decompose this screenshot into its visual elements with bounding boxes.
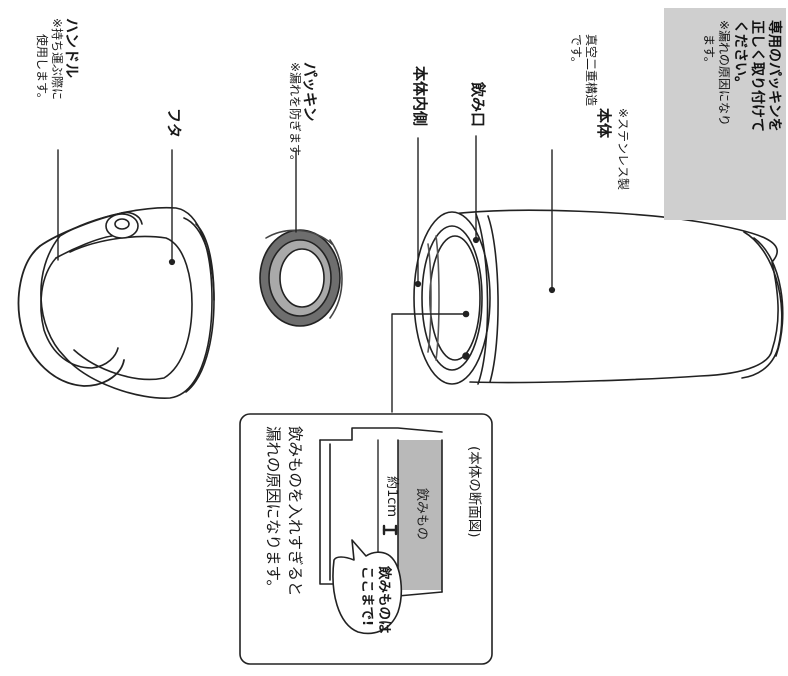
- body-note-group: 真空二重構造 です。: [568, 22, 598, 106]
- notice-line-2: 正しく取り付けて: [749, 20, 765, 132]
- notice-line-3: ください。: [732, 20, 748, 90]
- packing-note: ※漏れを防ぎます。: [288, 62, 302, 167]
- handle-note-line-1: ※持ち運ぶ際に: [50, 18, 64, 101]
- liquid-label-group: 飲みもの: [414, 488, 429, 541]
- handle-label: ハンドル: [63, 18, 81, 79]
- notice-line-4: ※漏れの原因になり: [717, 20, 731, 127]
- notice-line-5: ます。: [702, 34, 716, 69]
- body-label: 本体: [595, 108, 613, 139]
- handle-note-line-2: 使用します。: [35, 34, 49, 105]
- dimension-label: 約1cm: [384, 476, 399, 518]
- body-note-line-3: です。: [569, 34, 583, 69]
- notice-box: [664, 8, 786, 220]
- notice-text-group: 専用のパッキンを 正しく取り付けて ください。 ※漏れの原因になり ます。: [701, 20, 782, 132]
- body-note-line-2: 真空二重構造: [584, 34, 598, 107]
- leader-lines: [57, 135, 556, 413]
- handle-label-group: ハンドル ※持ち運ぶ際に 使用します。: [34, 18, 81, 105]
- body-illustration: [413, 209, 784, 385]
- cross-section-caption: (本体の断面図): [466, 446, 482, 538]
- handle-illustration: [17, 211, 143, 387]
- packing-illustration: [259, 229, 343, 327]
- callout-text-group: 飲みものを入れすぎると 漏れの原因になります。: [262, 426, 306, 597]
- lid-label: フタ: [165, 108, 183, 139]
- notice-line-1: 専用のパッキンを: [766, 20, 782, 132]
- lid-illustration: [40, 206, 215, 399]
- mouth-label-group: 飲み口: [469, 82, 487, 128]
- callout-box: [239, 413, 493, 665]
- bubble-text-group: 飲みものは ここまで!: [358, 566, 392, 634]
- callout-line-1: 飲みものを入れすぎると: [286, 426, 304, 597]
- inner-label-group: 本体内側: [411, 66, 429, 127]
- callout-line-2: 漏れの原因になります。: [264, 426, 282, 595]
- dimension-label-group: 約1cm: [384, 476, 399, 518]
- mouth-label: 飲み口: [469, 82, 487, 128]
- caption-label-group: (本体の断面図): [466, 446, 482, 538]
- liquid-label: 飲みもの: [414, 488, 429, 541]
- packing-label: パッキン: [301, 62, 319, 122]
- packing-label-group: パッキン ※漏れを防ぎます。: [287, 62, 319, 167]
- bubble-line-1: 飲みものは: [376, 566, 392, 634]
- lid-label-group: フタ: [165, 108, 183, 139]
- bubble-line-2: ここまで!: [359, 566, 375, 627]
- body-note-line-1: ※ステンレス製: [616, 108, 630, 191]
- inner-label: 本体内側: [411, 66, 429, 127]
